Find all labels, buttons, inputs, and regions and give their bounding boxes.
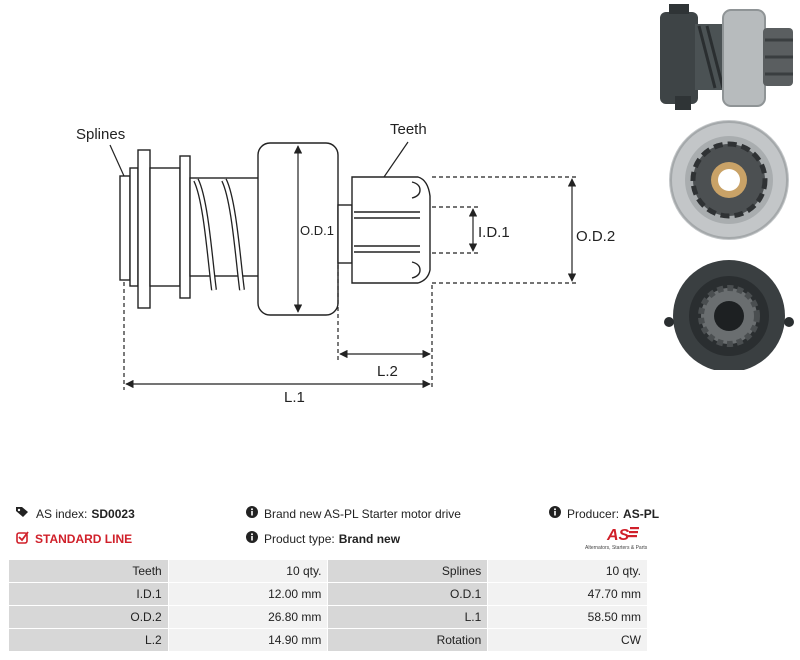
- teeth-label: Teeth: [390, 121, 427, 138]
- svg-text:AS: AS: [606, 527, 630, 544]
- spec-key: Splines: [327, 559, 489, 583]
- collar: [179, 155, 191, 299]
- as-index-value: SD0023: [91, 506, 135, 521]
- as-index: AS index: SD0023: [16, 506, 135, 521]
- spec-key: Teeth: [8, 559, 169, 583]
- splines-label: Splines: [76, 126, 125, 143]
- spec-key: L.1: [327, 605, 489, 629]
- id1-label: I.D.1: [478, 224, 510, 241]
- splines-end: [119, 175, 131, 281]
- hub: [149, 167, 181, 287]
- as-index-label: AS index:: [36, 506, 88, 521]
- spec-value: 12.00 mm: [167, 582, 329, 606]
- standard-line: STANDARD LINE: [16, 531, 132, 547]
- spec-key: L.2: [8, 628, 169, 652]
- od2-label: O.D.2: [576, 228, 615, 245]
- spec-value: 10 qty.: [487, 559, 648, 583]
- spec-value: CW: [487, 628, 648, 652]
- tags-icon: [16, 506, 30, 521]
- spec-key: I.D.1: [8, 582, 169, 606]
- as-pl-logo: AS Alternators, Starters & Parts: [585, 527, 648, 551]
- spec-key: O.D.2: [8, 605, 169, 629]
- spec-value: 47.70 mm: [487, 582, 648, 606]
- spec-key: Rotation: [327, 628, 489, 652]
- product-photo-front: [669, 120, 789, 240]
- spec-table: Teeth 10 qty. Splines 10 qty. I.D.1 12.0…: [8, 559, 648, 652]
- spec-key: O.D.1: [327, 582, 489, 606]
- splines-leader: [109, 144, 125, 177]
- table-row: I.D.1 12.00 mm O.D.1 47.70 mm: [8, 582, 648, 606]
- spec-value: 58.50 mm: [487, 605, 648, 629]
- spec-value: 10 qty.: [167, 559, 329, 583]
- spec-value: 26.80 mm: [167, 605, 329, 629]
- l2-label: L.2: [377, 363, 398, 380]
- product-photos: [660, 4, 794, 370]
- info-icon: [549, 506, 561, 521]
- od1-label: O.D.1: [300, 223, 334, 238]
- producer-label: Producer:: [567, 506, 620, 521]
- product-photo-rear: [664, 260, 794, 370]
- flange-disc: [137, 149, 151, 309]
- product-photo-side: [660, 4, 793, 110]
- product-type-label: Product type:: [264, 531, 335, 546]
- table-row: O.D.2 26.80 mm L.1 58.50 mm: [8, 605, 648, 629]
- producer: Producer: AS-PL: [549, 506, 659, 521]
- info-icon: [246, 531, 258, 546]
- table-row: Teeth 10 qty. Splines 10 qty.: [8, 559, 648, 583]
- description: Brand new AS-PL Starter motor drive: [246, 506, 461, 521]
- product-type-value: Brand new: [338, 531, 401, 546]
- starter-drive-diagram: Splines Teeth O.D.1 I.D.1 O.D.2 L.2 L.1: [76, 121, 615, 406]
- pinion-gear: [351, 176, 431, 284]
- flange-plate: [129, 167, 139, 287]
- product-type: Product type: Brand new: [246, 531, 400, 546]
- producer-value: AS-PL: [623, 506, 660, 521]
- standard-line-label: STANDARD LINE: [35, 532, 133, 546]
- l1-label: L.1: [284, 389, 305, 406]
- spec-value: 14.90 mm: [167, 628, 329, 652]
- neck: [337, 204, 353, 264]
- svg-text:Alternators, Starters & Parts: Alternators, Starters & Parts: [585, 545, 648, 551]
- teeth-leader: [383, 141, 409, 178]
- checkbox-icon: [16, 531, 29, 547]
- table-row: L.2 14.90 mm Rotation CW: [8, 628, 648, 652]
- info-icon: [246, 506, 258, 521]
- description-text: Brand new AS-PL Starter motor drive: [264, 506, 461, 521]
